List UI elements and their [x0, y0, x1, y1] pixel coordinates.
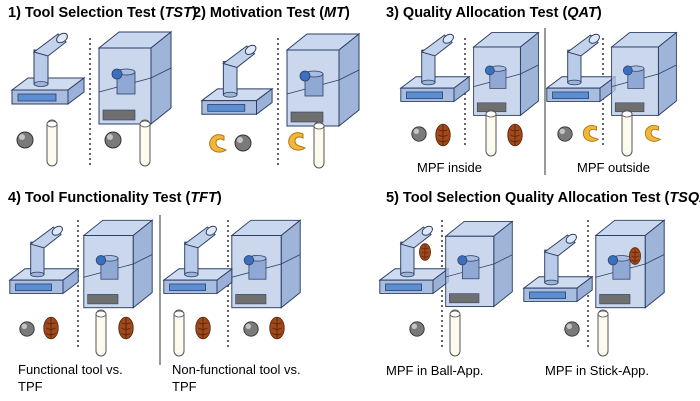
- stick-tool-icon: [485, 109, 497, 157]
- ball-tool-icon: [409, 321, 425, 337]
- pecan-reward-icon: [195, 316, 211, 340]
- panel-title-tsqat: 5) Tool Selection Quality Allocation Tes…: [386, 190, 700, 206]
- caption-mpf-in-stick-app: MPF in Stick-App.: [545, 363, 650, 378]
- ball-apparatus-icon: [163, 223, 233, 294]
- stick-tool-icon: [95, 309, 107, 357]
- panel-title-tst: 1) Tool Selection Test (TST): [8, 5, 197, 21]
- panel-title-tft-prefix: 4) Tool Functionality Test (: [8, 190, 191, 206]
- panel-title-qat: 3) Quality Allocation Test (QAT): [386, 5, 602, 21]
- ball-apparatus-icon: [201, 42, 273, 115]
- caption-nonfunctional-line1: Non-functional tool vs.: [172, 362, 301, 377]
- ball-tool-icon: [243, 321, 259, 337]
- pecan-reward-icon: [419, 243, 431, 261]
- stick-apparatus-icon: [98, 31, 172, 125]
- stick-tool-icon: [46, 119, 58, 167]
- ball-apparatus-icon: [400, 31, 470, 102]
- stick-tool-icon: [449, 309, 461, 357]
- ball-tool-icon: [234, 134, 252, 152]
- ball-tool-icon: [564, 321, 580, 337]
- stick-apparatus-icon: [473, 32, 539, 116]
- panel-title-mt-abbr: MT: [324, 5, 345, 21]
- stick-tool-icon: [621, 109, 633, 157]
- pecan-reward-icon: [43, 316, 59, 340]
- panel-title-tft: 4) Tool Functionality Test (TFT): [8, 190, 222, 206]
- ball-tool-icon: [16, 131, 34, 149]
- stick-tool-icon: [597, 309, 609, 357]
- stick-apparatus-icon: [83, 219, 153, 309]
- panel-title-tst-abbr: TST: [164, 5, 192, 21]
- stick-apparatus-icon: [231, 219, 301, 309]
- caption-functional-line1: Functional tool vs.: [18, 362, 123, 377]
- ball-apparatus-icon: [546, 31, 616, 102]
- stick-apparatus-icon: [595, 219, 665, 309]
- caption-mpf-outside: MPF outside: [577, 160, 650, 175]
- panel-title-qat-prefix: 3) Quality Allocation Test (: [386, 5, 568, 21]
- panel-title-tft-abbr: TFT: [190, 190, 217, 206]
- panel-title-tsqat-prefix: 5) Tool Selection Quality Allocation Tes…: [386, 190, 670, 206]
- caption-mpf-inside: MPF inside: [417, 160, 483, 175]
- pecan-reward-icon: [507, 123, 523, 147]
- pecan-reward-icon: [118, 316, 134, 340]
- ball-tool-icon: [411, 126, 427, 142]
- cashew-reward-icon: [644, 124, 661, 142]
- stick-apparatus-icon: [611, 32, 677, 116]
- stick-apparatus-icon: [286, 33, 360, 127]
- ball-apparatus-icon: [11, 30, 85, 105]
- panel-title-qat-abbr: QAT: [567, 5, 597, 21]
- ball-apparatus-icon: [9, 223, 79, 294]
- caption-mpf-in-ball-app: MPF in Ball-App.: [386, 363, 484, 378]
- stick-tool-icon: [139, 119, 151, 167]
- panel-title-mt: 2) Motivation Test (MT): [193, 5, 350, 21]
- panel-title-tft-suffix: ): [216, 190, 222, 206]
- pecan-reward-icon: [269, 316, 285, 340]
- ball-apparatus-icon: [523, 231, 593, 302]
- stick-tool-icon: [313, 121, 325, 169]
- panel-title-tst-prefix: 1) Tool Selection Test (: [8, 5, 165, 21]
- caption-nonfunctional-line2: TPF: [172, 379, 197, 394]
- cashew-reward-icon: [288, 132, 306, 151]
- panel-title-tsqat-abbr: TSQAT: [669, 190, 700, 206]
- ball-tool-icon: [19, 321, 35, 337]
- panel-title-mt-prefix: 2) Motivation Test (: [193, 5, 325, 21]
- caption-functional-line2: TPF: [18, 379, 43, 394]
- ball-tool-icon: [104, 131, 122, 149]
- pecan-reward-icon: [629, 247, 641, 265]
- pecan-reward-icon: [435, 123, 451, 147]
- panel-title-tst-suffix: ): [191, 5, 197, 21]
- cashew-reward-icon: [582, 124, 599, 142]
- stick-tool-icon: [173, 309, 185, 357]
- panel-title-mt-suffix: ): [344, 5, 350, 21]
- ball-tool-icon: [557, 126, 573, 142]
- cashew-reward-icon: [209, 134, 227, 153]
- panel-title-qat-suffix: ): [596, 5, 602, 21]
- ball-apparatus-icon: [379, 223, 449, 294]
- stick-apparatus-icon: [445, 220, 513, 308]
